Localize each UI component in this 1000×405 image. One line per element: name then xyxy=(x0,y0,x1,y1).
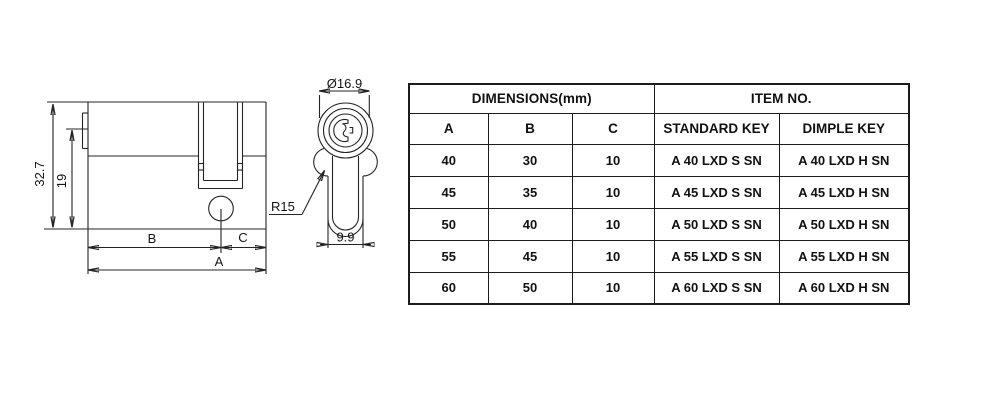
table-cell: A 40 LXD S SN xyxy=(653,143,780,177)
keyway xyxy=(333,118,349,143)
col-header-a: A xyxy=(408,112,489,145)
table-cell: 35 xyxy=(487,175,573,209)
table-cell: A 40 LXD H SN xyxy=(778,143,910,177)
group-header-item-no: ITEM NO. xyxy=(653,83,910,114)
dim-step-label: 19 xyxy=(54,174,69,188)
dimensions-table: DIMENSIONS(mm) ITEM NO. A B C STANDARD K… xyxy=(408,83,911,305)
group-header-dimensions: DIMENSIONS(mm) xyxy=(408,83,655,114)
face-mid-ring xyxy=(322,107,369,154)
cylinder-front-view: Ø16.9 9.9 R15 xyxy=(269,76,378,248)
dim-diameter-label: Ø16.9 xyxy=(327,76,362,91)
table-cell: 45 xyxy=(487,239,573,273)
cylinder-side-view: 32.7 19 B C A xyxy=(32,101,267,274)
table-cell: A 45 LXD H SN xyxy=(778,175,910,209)
table-cell: 10 xyxy=(571,271,655,305)
clip-tab-left xyxy=(197,162,205,171)
table-cell: A 50 LXD H SN xyxy=(778,207,910,241)
table-cell: 10 xyxy=(571,175,655,209)
table-cell: 10 xyxy=(571,239,655,273)
table-column-header-row: A B C STANDARD KEY DIMPLE KEY xyxy=(408,112,910,145)
table-cell: A 60 LXD H SN xyxy=(778,271,910,305)
table-cell: 60 xyxy=(408,271,489,305)
face-outer-ring xyxy=(317,102,374,159)
table-cell: A 55 LXD S SN xyxy=(653,239,780,273)
table-cell: 40 xyxy=(408,143,489,177)
dim-b-label: B xyxy=(148,231,157,246)
table-cell: A 50 LXD S SN xyxy=(653,207,780,241)
plug-circle xyxy=(328,113,363,148)
table-cell: A 55 LXD H SN xyxy=(778,239,910,273)
dim-a-label: A xyxy=(215,254,224,269)
dim-height-label: 32.7 xyxy=(32,161,47,186)
table-cell: A 45 LXD S SN xyxy=(653,175,780,209)
table-cell: 50 xyxy=(487,271,573,305)
table-cell: A 60 LXD S SN xyxy=(653,271,780,305)
dim-c-label: C xyxy=(238,230,247,245)
table-cell: 50 xyxy=(408,207,489,241)
table-cell: 45 xyxy=(408,175,489,209)
fin-inner-arc xyxy=(331,216,360,231)
body-bump-right xyxy=(362,147,378,177)
col-header-dimple-key: DIMPLE KEY xyxy=(778,112,910,145)
body-bump-left xyxy=(313,147,329,177)
col-header-b: B xyxy=(487,112,573,145)
table-group-header-row: DIMENSIONS(mm) ITEM NO. xyxy=(408,83,910,114)
table-cell: 40 xyxy=(487,207,573,241)
table-cell: 10 xyxy=(571,207,655,241)
radius-callout-label: R15 xyxy=(271,199,295,214)
fin-bottom-arc xyxy=(327,218,364,238)
dim-width-label: 9.9 xyxy=(336,230,354,245)
col-header-standard-key: STANDARD KEY xyxy=(653,112,780,145)
clip-tab-right xyxy=(236,162,244,171)
table-cell: 30 xyxy=(487,143,573,177)
table-cell: 10 xyxy=(571,143,655,177)
col-header-c: C xyxy=(571,112,655,145)
table-cell: 55 xyxy=(408,239,489,273)
